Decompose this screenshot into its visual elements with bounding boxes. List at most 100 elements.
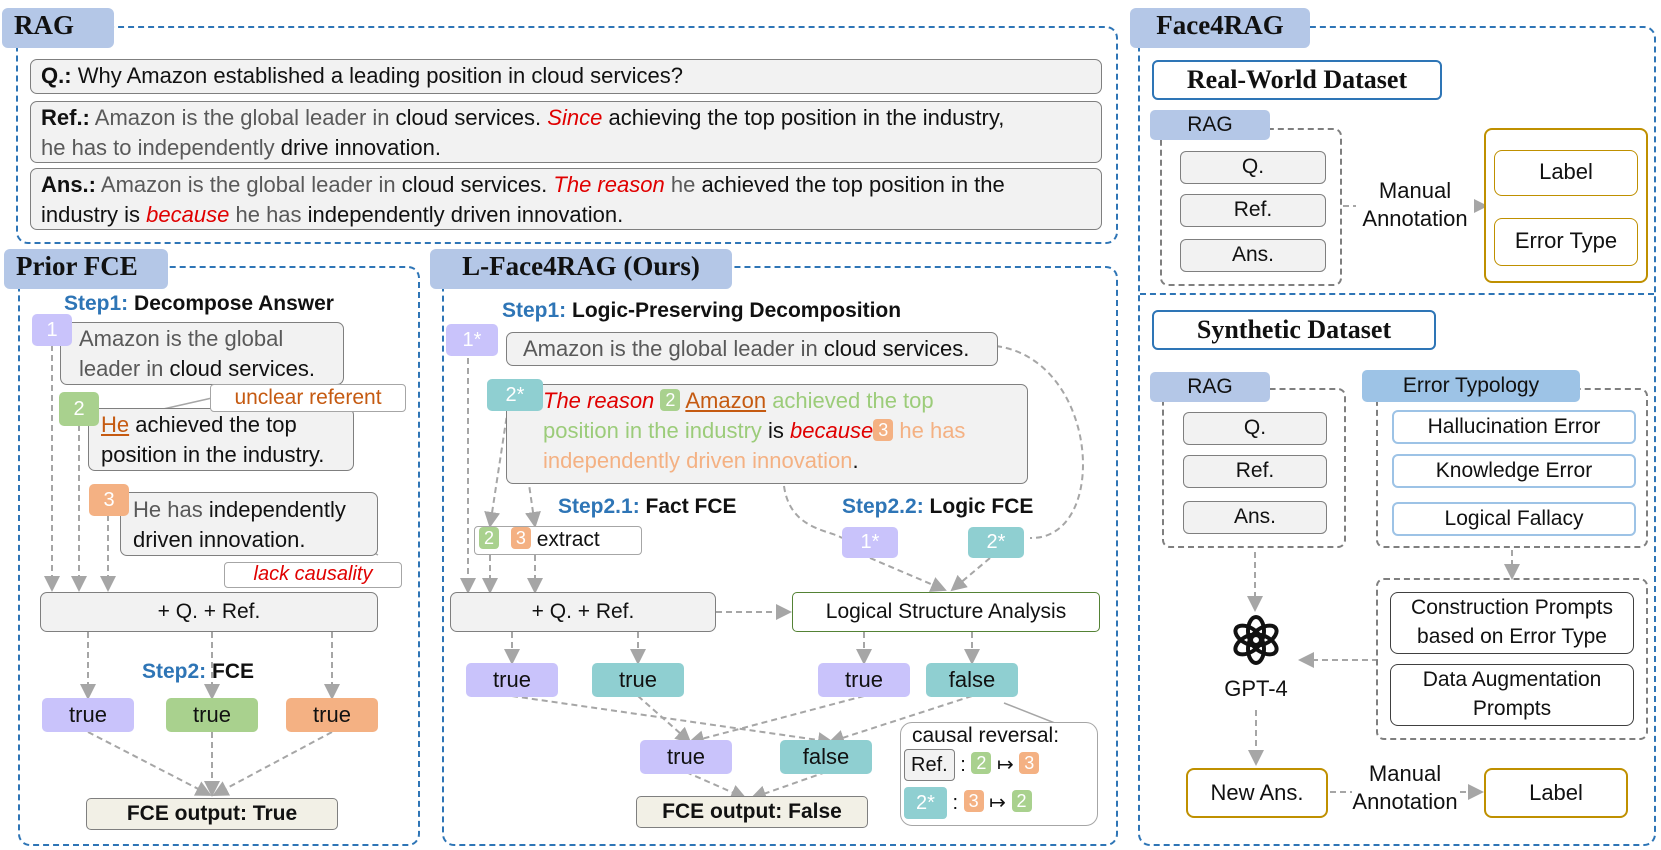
lface-extract-badge-2: 2 (479, 527, 500, 549)
lface-s2-green-2: position in the industry (543, 418, 762, 443)
new-answer-box: New Ans. (1186, 768, 1328, 818)
prior-step1-heading: Step1: Decompose Answer (64, 289, 334, 319)
lface-causal-badge-2b: 2 (1011, 790, 1032, 812)
syn-manual-text: Manual (1368, 761, 1442, 786)
construction-prompts-line-2: based on Error Type (1417, 625, 1607, 648)
lface-extract-box: 2 3 extract (474, 526, 642, 555)
lface-line-12 (950, 557, 991, 592)
lface-line-16 (828, 695, 973, 746)
lface-logic-result-2: false (926, 663, 1018, 697)
real-rag-tag: RAG (1150, 110, 1270, 140)
rag-ans-part-5: achieved the top position in the (701, 172, 1005, 197)
prior-s1-part-c: cloud services. (169, 356, 316, 381)
prior-badge-2: 2 (59, 392, 99, 426)
gpt4-label: GPT-4 (1224, 676, 1288, 701)
prior-s3-part-b: independently (208, 497, 346, 522)
rag-ans-part-1: Amazon is the global leader in (100, 172, 396, 197)
real-error-type-box: Error Type (1494, 218, 1638, 266)
knowledge-error-box: Knowledge Error (1392, 454, 1636, 488)
lface-causal-arrow-2: ↦ (989, 792, 1006, 814)
lface-step22-text: Logic FCE (929, 495, 1034, 518)
prior-badge-3: 3 (89, 484, 129, 516)
rag-ans-label: Ans.: (41, 172, 96, 197)
lface-s2-because: because (790, 418, 874, 443)
lface-badge-1: 1* (446, 324, 498, 356)
prior-fce-output: FCE output: True (86, 798, 338, 830)
lface-line-14 (637, 695, 692, 744)
prior-result-1: true (42, 698, 134, 732)
prior-qref-box: + Q. + Ref. (40, 592, 378, 632)
prior-step2-text: FCE (212, 660, 255, 683)
lface-logical-structure-analysis: Logical Structure Analysis (792, 592, 1100, 632)
syn-label-box: Label (1484, 768, 1628, 818)
rag-ans-part-7: because (146, 202, 230, 227)
lface-title: L-Face4RAG (Ours) (430, 249, 732, 289)
logical-fallacy-box: Logical Fallacy (1392, 502, 1636, 536)
lface-s1-part-b: cloud services. (823, 336, 970, 361)
lface-merge-result-2: false (780, 740, 872, 774)
real-manual-text: Manual (1378, 178, 1452, 203)
rag-panel (16, 26, 1118, 244)
construction-prompts-box: Construction Prompts based on Error Type (1390, 592, 1634, 654)
lface-step21-heading: Step2.1: Fact FCE (558, 495, 737, 519)
lface-logic-result-1: true (818, 663, 910, 697)
data-augmentation-box: Data Augmentation Prompts (1390, 664, 1634, 726)
lface-extract-badge-3: 3 (510, 527, 531, 549)
real-annotation-text: Annotation (1362, 206, 1468, 231)
lface-causal-2star: 2* (904, 787, 947, 819)
syn-annotation-text: Annotation (1352, 789, 1458, 814)
lface-causal-badge-3b: 3 (963, 790, 984, 812)
lface-step1-text: Logic-Preserving Decomposition (572, 299, 902, 322)
lface-badge-2: 2* (487, 379, 543, 411)
lface-step1-label: Step1: (502, 299, 567, 322)
synthetic-dataset-title: Synthetic Dataset (1152, 310, 1436, 350)
data-augmentation-line-1: Data Augmentation (1422, 668, 1602, 691)
real-ref-box: Ref. (1180, 194, 1326, 227)
lface-causal-title: causal reversal: (912, 724, 1060, 747)
lface-s2-is: is (768, 418, 784, 443)
prior-step1-text: Decompose Answer (134, 292, 334, 315)
lface-curve-2 (783, 485, 843, 539)
rag-ref-part-6: drive innovation. (280, 135, 441, 160)
lface-fact-result-2: true (592, 663, 684, 697)
lface-s2-amazon: Amazon (685, 388, 767, 413)
lface-s2-orange-1: he has (899, 418, 966, 443)
syn-q-box: Q. (1183, 412, 1327, 445)
rag-ans-part-6: industry is (41, 202, 141, 227)
real-q-box: Q. (1180, 151, 1326, 184)
rag-ans-part-4: he (670, 172, 696, 197)
prior-s1-part-b: leader in (79, 356, 164, 381)
lface-extract-text: extract (536, 528, 600, 551)
prior-line-9 (212, 731, 333, 796)
rag-ans-part-9: independently driven innovation. (307, 202, 624, 227)
lface-causal-colon-1: : (960, 754, 966, 776)
syn-manual-annotation: Manual Annotation (1340, 760, 1470, 816)
lface-logic-badge-1: 1* (842, 527, 898, 558)
prior-line-7 (87, 731, 212, 796)
lface-s2-inline-badge-2: 2 (660, 389, 681, 411)
lface-sentence-2: The reason 2 Amazon achieved the top pos… (506, 384, 1028, 484)
lface-causal-row-1: Ref. : 2 ↦ 3 (904, 749, 1040, 781)
rag-ref-label: Ref.: (41, 105, 90, 130)
lface-panel (442, 266, 1118, 846)
prior-sentence-2: He achieved the top position in the indu… (88, 408, 354, 471)
lface-s2-inline-badge-3: 3 (873, 419, 894, 441)
rag-ref-part-2: cloud services. (395, 105, 542, 130)
lface-line-13 (511, 695, 834, 748)
syn-rag-tag: RAG (1150, 372, 1270, 402)
prior-s3-part-a: He has (133, 497, 203, 522)
rag-ans-part-2: cloud services. (401, 172, 548, 197)
gpt4-logo-icon (1228, 612, 1284, 668)
lface-causal-colon-2: : (952, 792, 959, 814)
syn-ans-box: Ans. (1183, 501, 1327, 534)
face4rag-panel (1138, 26, 1656, 846)
prior-s2-he: He (101, 412, 130, 437)
lface-sentence-1: Amazon is the global leader in cloud ser… (506, 332, 998, 366)
rag-ans-part-8: he has (235, 202, 302, 227)
lface-step21-text: Fact FCE (645, 495, 737, 518)
rag-ref-part-3: Since (547, 105, 603, 130)
lface-fact-result-1: true (466, 663, 558, 697)
prior-fce-title: Prior FCE (4, 249, 168, 289)
real-manual-annotation: Manual Annotation (1356, 177, 1474, 233)
prior-fce-panel (18, 266, 420, 846)
